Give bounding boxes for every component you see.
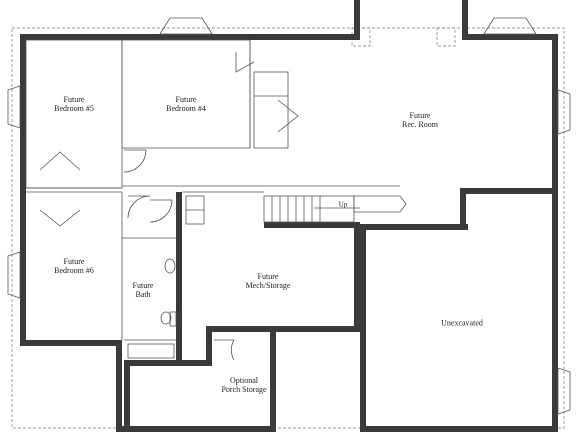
stairs [263,195,407,223]
stair-up-label: Up [338,200,348,209]
interior-partitions [25,39,400,359]
room-label-unexcavated: Unexcavated [441,318,483,328]
windows [7,17,571,415]
door-swings [39,52,299,361]
exterior-walls [20,0,558,432]
